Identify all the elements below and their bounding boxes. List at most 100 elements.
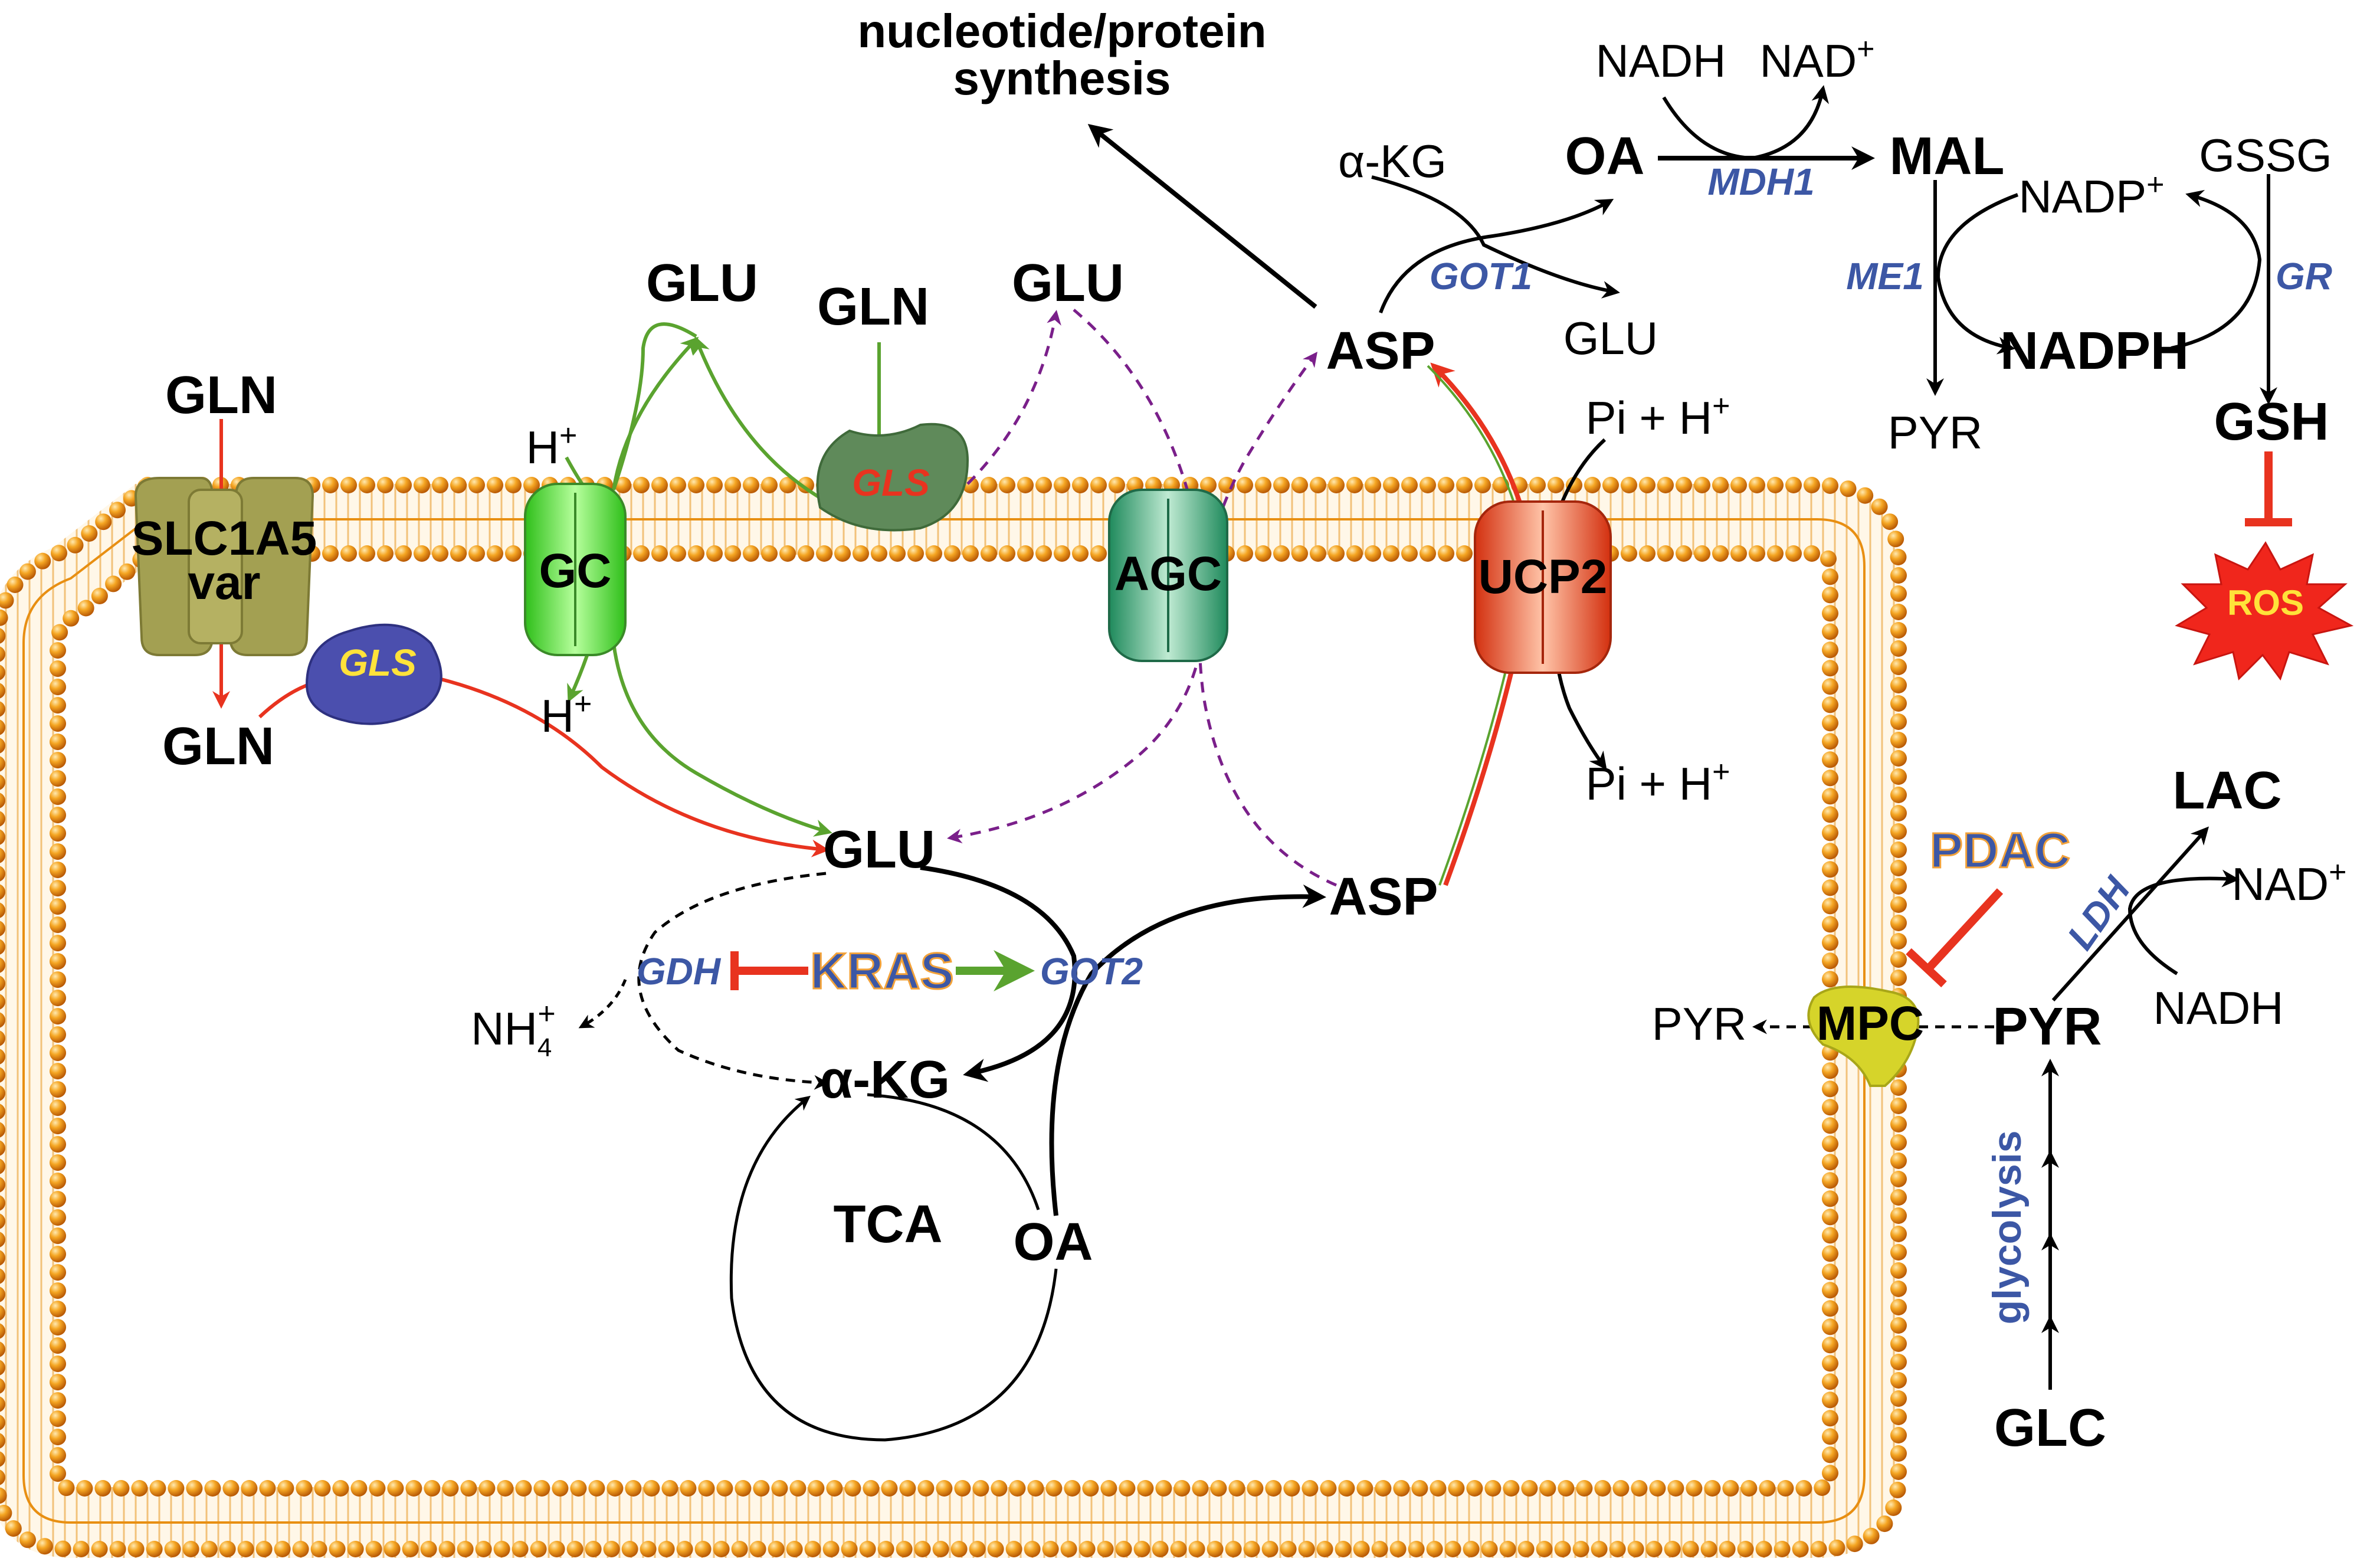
membrane-bead [889,545,906,562]
membrane-bead [651,545,668,562]
nadp-label: NADP+ [2018,168,2164,222]
membrane-bead [1529,477,1546,493]
membrane-bead [1657,545,1674,562]
membrane-bead [1383,545,1399,562]
membrane-bead [1621,477,1637,493]
membrane-bead [826,1480,843,1497]
h-in-label: H+ [541,687,592,742]
nh4-label: NH4+ [471,997,556,1062]
membrane-bead [1822,678,1838,695]
membrane-bead [50,1356,66,1373]
membrane-bead [1863,1527,1880,1544]
membrane-bead [292,1541,309,1557]
membrane-bead [1173,1480,1191,1497]
membrane-bead [1890,787,1907,803]
membrane-bead [340,477,357,493]
membrane-bead [296,1480,313,1497]
membrane-bead [0,756,5,772]
membrane-bead [1265,1480,1282,1497]
membrane-bead [972,1480,989,1497]
lac-label: LAC [2173,761,2282,820]
ros-label: ROS [2227,583,2304,623]
membrane-bead [1822,1428,1838,1445]
membrane-bead [1822,1355,1838,1372]
membrane-bead [1328,545,1345,562]
membrane-bead [0,1067,5,1083]
oa-in-label: OA [1014,1213,1093,1272]
membrane-bead [493,1541,510,1557]
membrane-bead [512,1541,529,1557]
membrane-bead [1503,1480,1520,1497]
membrane-bead [1438,477,1454,493]
membrane-bead [1328,477,1345,493]
membrane-bead [1822,916,1838,933]
membrane-bead [533,1480,550,1497]
akg-top-label: α-KG [1338,135,1447,187]
membrane-bead [944,545,960,562]
membrane-bead [50,1136,66,1153]
membrane-bead [1822,1410,1838,1427]
inhibit-bar-mpc [1906,948,1947,988]
membrane-bead [1890,549,1907,565]
pi-h-in-label: Pi + H+ [1586,755,1730,810]
membrane-bead [438,1541,455,1557]
membrane-bead [1822,1081,1838,1098]
glu-in-label: GLU [823,820,935,879]
mpc-label: MPC [1817,997,1924,1050]
membrane-bead [1881,513,1899,531]
membrane-bead [50,1173,66,1190]
tca-label: TCA [834,1195,943,1254]
membrane-bead [377,545,394,562]
membrane-bead [1393,1480,1410,1497]
membrane-bead [1890,604,1907,620]
nad-top-label: NAD+ [1759,32,1874,87]
membrane-bead [340,545,357,562]
membrane-bead [505,545,522,562]
membrane-bead [0,1177,5,1193]
membrane-bead [731,1541,748,1557]
slc1a5-var-label: var [188,556,260,610]
membrane-bead [186,1480,203,1497]
membrane-bead [1822,715,1838,732]
membrane-bead [0,1268,5,1284]
membrane-bead [0,1140,5,1156]
membrane-bead [51,624,68,641]
membrane-bead [1682,1541,1699,1557]
membrane-bead [841,1541,858,1557]
gsh-label: GSH [2214,392,2329,451]
membrane-bead [1722,1480,1739,1497]
membrane-bead [1484,1480,1502,1497]
tca-cycle-circle [729,1095,1058,1442]
membrane-bead [1890,878,1907,895]
membrane-bead [475,1541,492,1557]
membrane-bead [640,1541,657,1557]
membrane-bead [1890,1098,1907,1114]
membrane-bead [0,683,5,699]
membrane-bead [36,1538,53,1555]
membrane-bead [1243,1541,1260,1557]
membrane-bead [50,1191,66,1208]
membrane-bead [105,575,122,592]
membrane-bead [424,1480,441,1497]
membrane-bead [131,1480,148,1497]
membrane-bead [50,1118,66,1135]
glc-label: GLC [1994,1399,2106,1458]
membrane-bead [1828,1539,1845,1556]
membrane-bead [109,1541,126,1557]
membrane-bead [1054,477,1070,493]
membrane-bead [0,1213,5,1229]
membrane-bead [1255,477,1271,493]
membrane-bead [771,1480,788,1497]
membrane-bead [405,1480,422,1497]
membrane-bead [808,1480,825,1497]
membrane-bead [1499,1541,1516,1557]
membrane-bead [1890,750,1907,767]
membrane-bead [1609,1541,1626,1557]
membrane-bead [1152,1541,1169,1557]
membrane-bead [1876,1515,1893,1533]
membrane-bead [981,477,997,493]
arrow-nadph-to-nadp [2171,189,2262,350]
membrane-bead [50,1045,66,1062]
synthesis-label-1: nucleotide/protein [857,5,1266,57]
membrane-bead [917,1480,935,1497]
